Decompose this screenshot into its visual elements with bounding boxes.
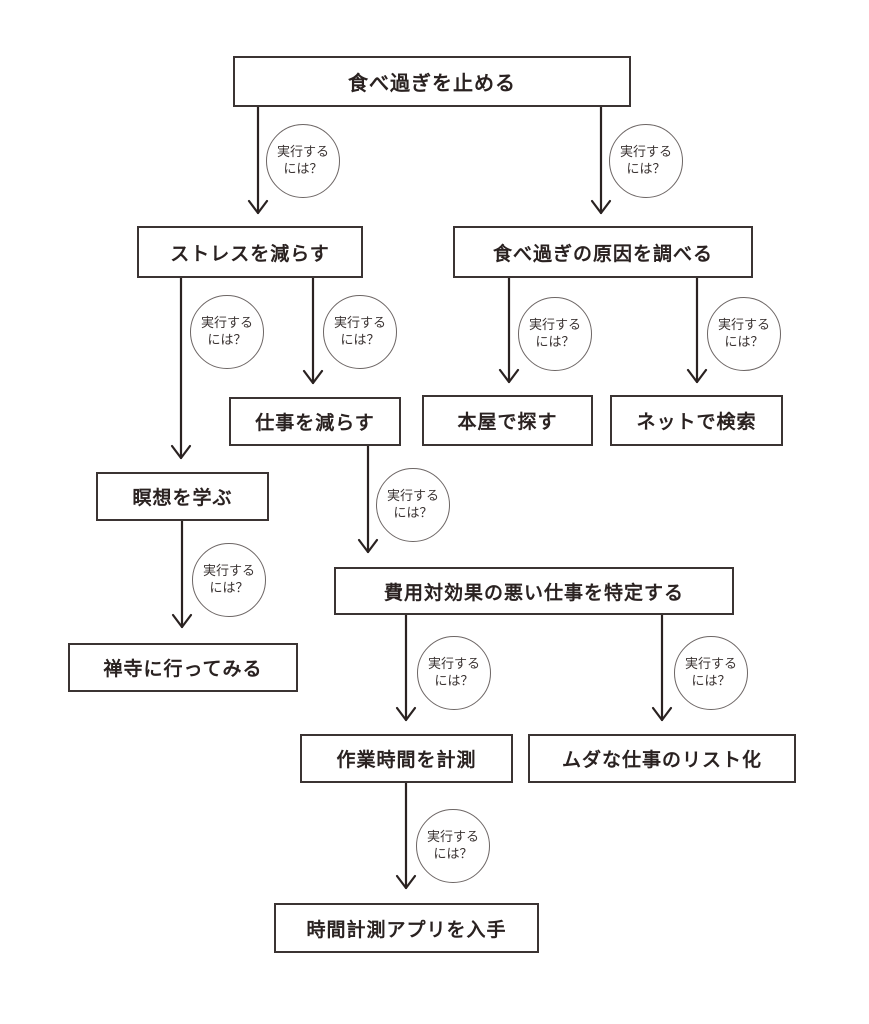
edge-label-line2: には？ <box>340 333 380 348</box>
arrow-investigate-cause-to-search-bookstore <box>498 276 520 384</box>
node-investigate-cause: 食べ過ぎの原因を調べる <box>453 226 753 278</box>
node-identify-inefficient-work: 費用対効果の悪い仕事を特定する <box>334 567 734 615</box>
edge-label-bubble: 実行するには？ <box>266 124 340 198</box>
edge-label-bubble: 実行するには？ <box>416 809 490 883</box>
node-learn-meditation: 瞑想を学ぶ <box>96 472 269 521</box>
arrow-investigate-cause-to-search-web <box>686 276 708 384</box>
arrow-head <box>171 613 193 629</box>
edge-label-line2: には？ <box>535 335 575 350</box>
edge-label-bubble: 実行するには？ <box>707 297 781 371</box>
arrow-reduce-stress-to-reduce-work <box>302 276 324 385</box>
edge-label-line1: 実行する <box>426 830 479 845</box>
node-reduce-work: 仕事を減らす <box>229 397 401 446</box>
edge-label-line2: には？ <box>434 674 474 689</box>
edge-label-bubble: 実行するには？ <box>609 124 683 198</box>
edge-label-line2: には？ <box>283 162 323 177</box>
arrow-learn-meditation-to-visit-zen-temple <box>171 519 193 629</box>
node-measure-work-time: 作業時間を計測 <box>300 734 513 783</box>
arrow-root-to-reduce-stress <box>247 105 269 215</box>
arrow-identify-inefficient-work-to-measure-work-time <box>395 613 417 722</box>
edge-label-line1: 実行する <box>427 657 480 672</box>
arrow-measure-work-time-to-get-time-tracking-app <box>395 781 417 890</box>
arrow-reduce-work-to-identify-inefficient-work <box>357 444 379 554</box>
arrow-head <box>686 368 708 384</box>
arrow-head <box>170 444 192 460</box>
edge-label-line1: 実行する <box>202 564 255 579</box>
edge-label-line1: 実行する <box>200 316 253 331</box>
edge-label-bubble: 実行するには？ <box>518 297 592 371</box>
node-get-time-tracking-app: 時間計測アプリを入手 <box>274 903 539 953</box>
edge-label-line2: には？ <box>393 506 433 521</box>
edge-label-line1: 実行する <box>684 657 737 672</box>
edge-label-line2: には？ <box>626 162 666 177</box>
node-search-bookstore: 本屋で探す <box>422 395 593 446</box>
edge-label-line2: には？ <box>724 335 764 350</box>
edge-label-line1: 実行する <box>619 145 672 160</box>
arrow-identify-inefficient-work-to-list-wasteful-work <box>651 613 673 722</box>
edge-label-line1: 実行する <box>717 318 770 333</box>
edge-label-line2: には？ <box>209 581 249 596</box>
arrow-head <box>357 538 379 554</box>
edge-label-line1: 実行する <box>276 145 329 160</box>
arrow-head <box>651 706 673 722</box>
edge-label-line1: 実行する <box>386 489 439 504</box>
node-search-web: ネットで検索 <box>610 395 783 446</box>
edge-label-bubble: 実行するには？ <box>323 295 397 369</box>
arrow-head <box>590 199 612 215</box>
arrow-head <box>247 199 269 215</box>
edge-label-bubble: 実行するには？ <box>376 468 450 542</box>
edge-label-line1: 実行する <box>528 318 581 333</box>
node-root: 食べ過ぎを止める <box>233 56 631 107</box>
arrow-head <box>395 874 417 890</box>
node-reduce-stress: ストレスを減らす <box>137 226 363 278</box>
arrow-head <box>302 369 324 385</box>
edge-label-bubble: 実行するには？ <box>190 295 264 369</box>
edge-label-bubble: 実行するには？ <box>417 636 491 710</box>
arrow-head <box>498 368 520 384</box>
edge-label-line2: には？ <box>433 847 473 862</box>
edge-label-line2: には？ <box>691 674 731 689</box>
edge-label-bubble: 実行するには？ <box>192 543 266 617</box>
edge-label-line2: には？ <box>207 333 247 348</box>
arrow-reduce-stress-to-learn-meditation <box>170 276 192 460</box>
node-visit-zen-temple: 禅寺に行ってみる <box>68 643 298 692</box>
edge-label-bubble: 実行するには？ <box>674 636 748 710</box>
arrow-head <box>395 706 417 722</box>
edge-label-line1: 実行する <box>333 316 386 331</box>
arrow-root-to-investigate-cause <box>590 105 612 215</box>
node-list-wasteful-work: ムダな仕事のリスト化 <box>528 734 796 783</box>
